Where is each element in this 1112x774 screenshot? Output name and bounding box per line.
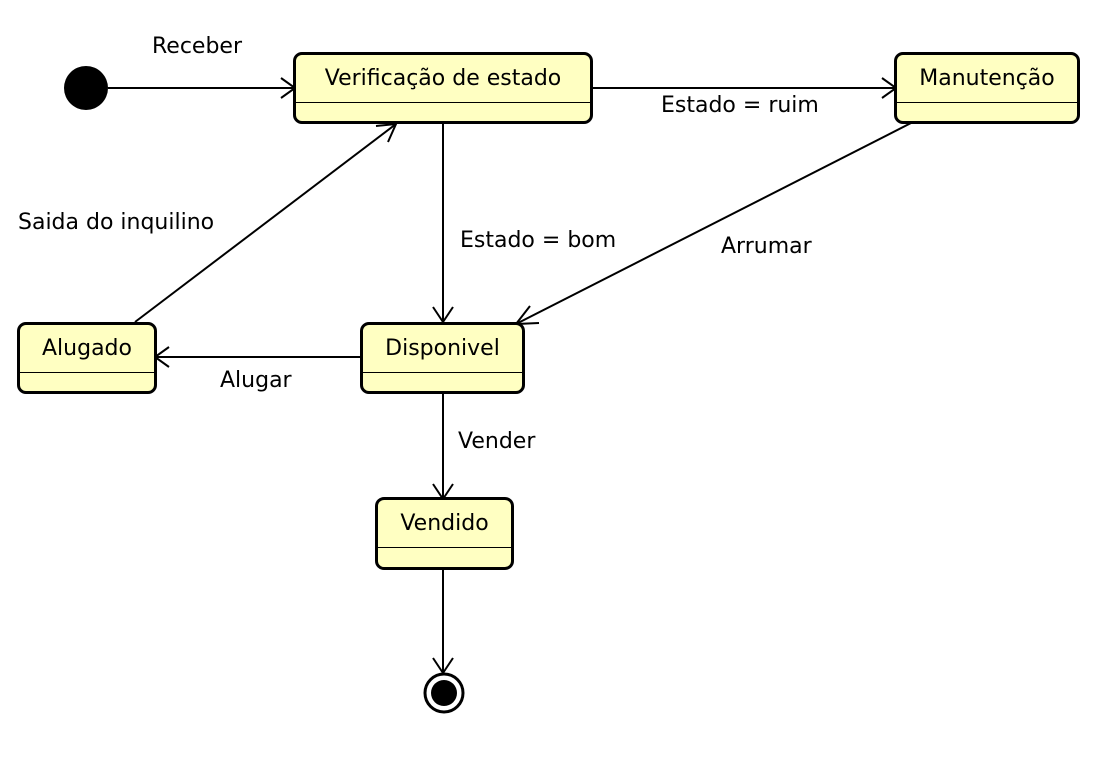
state-disponivel-label: Disponivel xyxy=(363,325,522,373)
state-alugado[interactable]: Alugado xyxy=(17,322,157,394)
edge-saida-inquilino xyxy=(134,122,398,323)
edge-receber xyxy=(108,77,297,99)
state-manutencao[interactable]: Manutenção xyxy=(894,52,1080,124)
state-manutencao-label: Manutenção xyxy=(897,55,1077,103)
state-verificacao-label: Verificação de estado xyxy=(296,55,590,103)
edge-estado-bom xyxy=(432,122,454,324)
state-disponivel[interactable]: Disponivel xyxy=(360,322,525,394)
edge-vender xyxy=(432,392,454,501)
label-estado-ruim: Estado = ruim xyxy=(661,93,819,118)
initial-node xyxy=(64,66,108,110)
label-alugar: Alugar xyxy=(220,368,292,393)
state-vendido[interactable]: Vendido xyxy=(375,497,514,570)
label-estado-bom: Estado = bom xyxy=(460,228,617,253)
label-saida-inquilino: Saida do inquilino xyxy=(18,210,215,235)
label-receber: Receber xyxy=(152,34,243,59)
state-vendido-label: Vendido xyxy=(378,500,511,548)
final-node xyxy=(423,672,465,714)
state-verificacao[interactable]: Verificação de estado xyxy=(293,52,593,124)
edge-arrumar xyxy=(513,121,914,326)
state-alugado-label: Alugado xyxy=(20,325,154,373)
edge-alugar xyxy=(153,346,362,368)
label-arrumar: Arrumar xyxy=(721,234,812,259)
edge-final xyxy=(432,568,454,675)
label-vender: Vender xyxy=(458,429,536,454)
